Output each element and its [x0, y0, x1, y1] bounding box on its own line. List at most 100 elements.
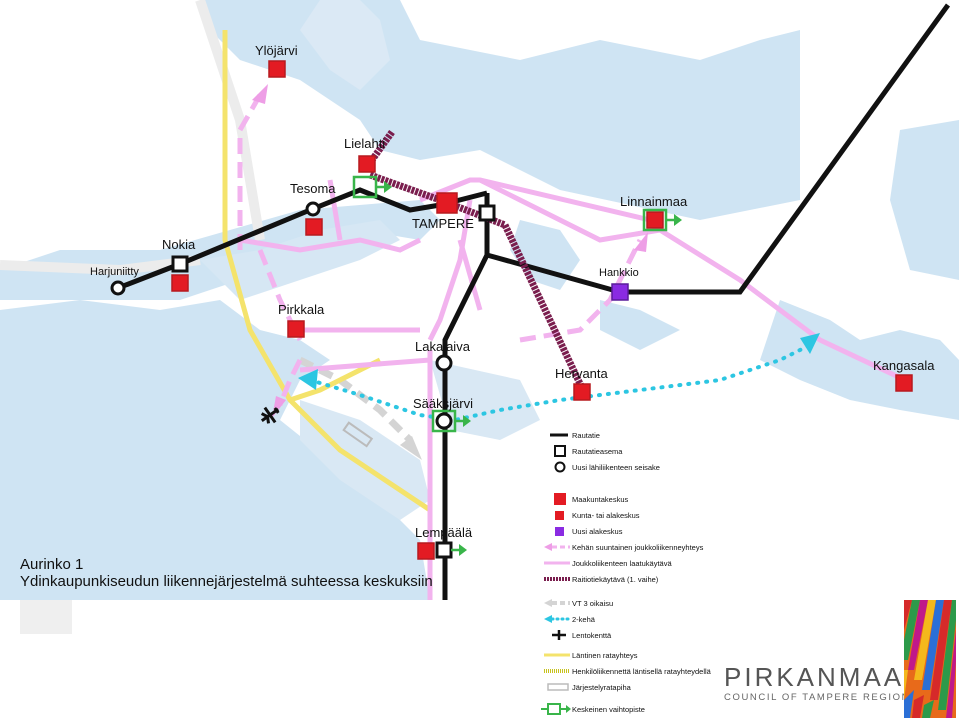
legend-row: Kehän suuntainen joukkoliikenneyhteys: [540, 539, 770, 555]
legend-row: Keskeinen vaihtopiste: [540, 701, 770, 717]
legend-label: Henkilöliikennettä läntisellä ratayhteyd…: [572, 666, 711, 676]
centre-pirkkala: [287, 320, 305, 338]
vt3-arrow: [400, 436, 422, 460]
legend-row: VT 3 oikaisu: [540, 595, 770, 611]
label-lempaala: Lempäälä: [415, 525, 473, 540]
title-line-1: Aurinko 1: [20, 556, 84, 573]
label-ylojarvi: Ylöjärvi: [255, 43, 298, 58]
rail-symbol: [550, 433, 568, 437]
station-tesoma: [305, 201, 321, 217]
centre-ylojarvi: [268, 60, 286, 78]
legend-label: Kehän suuntainen joukkoliikenneyhteys: [572, 542, 704, 552]
ring-2-arrow-west: [298, 369, 318, 390]
legend-label: Maakuntakeskus: [572, 494, 629, 504]
blank-panel: [20, 600, 72, 634]
legend-row: Läntinen ratayhteys: [540, 647, 770, 663]
marshalling-yard: [342, 421, 374, 448]
label-harjuniitty: Harjuniitty: [90, 266, 139, 278]
centre-tampere: [436, 192, 458, 214]
stop-symbol: [554, 461, 566, 473]
station-nokia: [171, 255, 189, 273]
exchange-symbol: [541, 703, 571, 715]
legend-row: Uusi lähiliikenteen seisake: [540, 459, 770, 475]
western-rail-symbol: [544, 653, 570, 657]
tram-symbol: [544, 577, 570, 581]
station-symbol: [554, 445, 566, 457]
legend-row: Rautatie: [540, 427, 770, 443]
exchange-linnainmaa: [642, 208, 682, 232]
legend-row: Raitiotiekäytävä (1. vaihe): [540, 571, 770, 587]
centre-hankkio: [611, 283, 629, 301]
water-bodies: [0, 0, 959, 600]
station-lempaala: [435, 541, 453, 559]
yard-symbol: [547, 683, 569, 691]
centre-kangasala: [895, 374, 913, 392]
legend-row: Uusi alakeskus: [540, 523, 770, 539]
centres: [171, 60, 913, 560]
ring-2: [308, 343, 812, 423]
label-pirkkala: Pirkkala: [278, 302, 325, 317]
corridor-symbol: [544, 561, 570, 565]
label-tampere: TAMPERE: [412, 216, 474, 231]
place-labels: Ylöjärvi Lielahti Tesoma TAMPERE Nokia H…: [90, 43, 935, 540]
legend-label: VT 3 oikaisu: [572, 598, 614, 608]
logo-stripes: [904, 600, 956, 718]
legend-row: Maakuntakeskus: [540, 491, 770, 507]
airport-symbol: [552, 630, 566, 640]
legend-label: Raitiotiekäytävä (1. vaihe): [572, 574, 659, 584]
label-tesoma: Tesoma: [290, 181, 336, 196]
legend-row: Lentokenttä: [540, 627, 770, 643]
logo-name: PIRKANMAA: [724, 662, 905, 692]
legend: Rautatie Rautatieasema Uusi lähiliikente…: [540, 427, 770, 717]
label-lielahti: Lielahti: [344, 136, 385, 151]
exchange-tesoma-lielahti: [352, 175, 392, 199]
legend-label: Rautatieasema: [572, 446, 623, 456]
ring-2-symbol: [544, 615, 572, 623]
station-tampere: [478, 204, 496, 222]
exchange-points: [352, 175, 682, 556]
legend-label: Rautatie: [572, 430, 600, 440]
station-lakalaiva: [435, 354, 453, 372]
centre-lempaala: [417, 542, 435, 560]
ring-arrow-north: [252, 84, 268, 104]
label-lakalaiva: Lakalaiva: [415, 339, 471, 354]
label-saaksjarvi: Sääksjärvi: [413, 396, 473, 411]
label-nokia: Nokia: [162, 237, 196, 252]
exchange-lempaala: [451, 544, 467, 556]
ring-arrow-east: [634, 232, 648, 252]
centre-nokia: [171, 274, 189, 292]
legend-row: Kunta- tai alakeskus: [540, 507, 770, 523]
passenger-rail-symbol: [544, 669, 570, 673]
label-kangasala: Kangasala: [873, 358, 935, 373]
stations: [110, 201, 496, 559]
legend-label: Järjestelyratapiha: [572, 682, 631, 692]
legend-label: Uusi alakeskus: [572, 526, 623, 536]
label-hankkio: Hankkio: [599, 267, 639, 279]
exchange-saaksjarvi: [431, 409, 471, 433]
legend-label: Lentokenttä: [572, 630, 612, 640]
centre-tesoma: [305, 218, 323, 236]
station-harjuniitty: [110, 280, 126, 296]
ring-2-arrow-east: [800, 333, 820, 354]
legend-label: Uusi lähiliikenteen seisake: [572, 462, 660, 472]
label-linnainmaa: Linnainmaa: [620, 194, 688, 209]
legend-row: Rautatieasema: [540, 443, 770, 459]
figure-title: Aurinko 1 Ydinkaupunkiseudun liikennejär…: [20, 556, 433, 590]
ring-link-symbol: [544, 543, 570, 551]
new-centre-symbol: [555, 527, 564, 536]
legend-row: Henkilöliikennettä läntisellä ratayhteyd…: [540, 663, 770, 679]
legend-row: 2-kehä: [540, 611, 770, 627]
legend-label: 2-kehä: [572, 614, 595, 624]
centre-hervanta: [573, 383, 591, 401]
station-saaksjarvi: [435, 412, 453, 430]
centre-lielahti: [358, 155, 376, 173]
logo-subtitle: COUNCIL OF TAMPERE REGION: [724, 692, 911, 703]
sub-centre-symbol: [555, 511, 564, 520]
legend-label: Keskeinen vaihtopiste: [572, 704, 645, 714]
vt3-symbol: [544, 599, 570, 607]
title-line-2: Ydinkaupunkiseudun liikennejärjestelmä s…: [20, 573, 433, 590]
legend-row: Järjestelyratapiha: [540, 679, 770, 695]
label-hervanta: Hervanta: [555, 366, 609, 381]
pirkanmaa-logo: PIRKANMAA COUNCIL OF TAMPERE REGION: [724, 664, 910, 703]
